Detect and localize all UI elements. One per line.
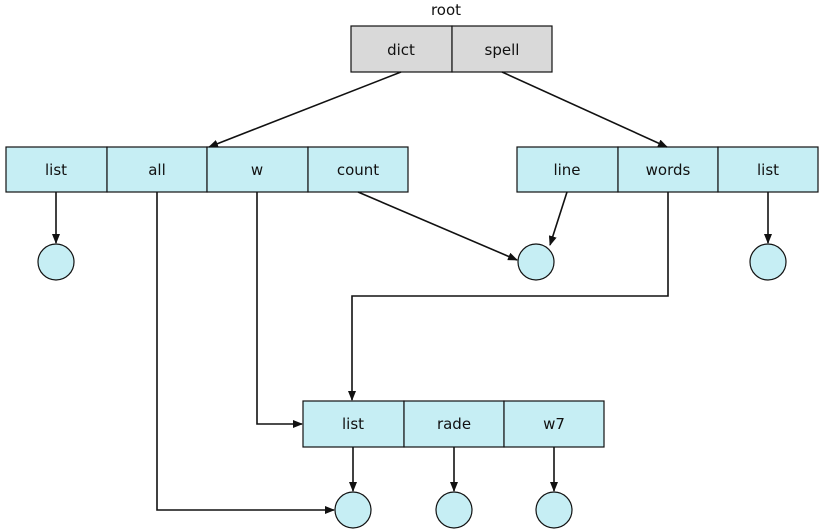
leaf-w-rade bbox=[435, 491, 473, 529]
dict-field-count: count bbox=[337, 161, 379, 179]
w-field-list: list bbox=[342, 415, 364, 433]
spell-field-line-cell bbox=[516, 146, 619, 193]
leaf-spell-list bbox=[749, 243, 787, 281]
spell-record: line words list bbox=[516, 146, 819, 193]
edge-spell-line-to-leaf bbox=[548, 191, 568, 246]
w-record: list rade w7 bbox=[302, 400, 605, 448]
root-field-spell-cell bbox=[451, 25, 553, 73]
dict-field-list-cell bbox=[5, 146, 108, 193]
dict-field-count-cell bbox=[307, 146, 409, 193]
spell-field-words: words bbox=[646, 161, 691, 179]
root-record: dict spell bbox=[350, 25, 553, 73]
dict-record: list all w count bbox=[5, 146, 409, 193]
dict-field-w: w bbox=[251, 161, 263, 179]
edge-dict-all-to-leaf bbox=[156, 192, 335, 514]
edge-spell-to-spell-record bbox=[501, 71, 668, 148]
root-field-spell: spell bbox=[485, 41, 520, 59]
leaf-w-list-shared bbox=[334, 491, 372, 529]
w-field-rade: rade bbox=[437, 415, 471, 433]
w-field-list-cell bbox=[302, 400, 405, 448]
dict-field-list: list bbox=[45, 161, 67, 179]
spell-field-line: line bbox=[553, 161, 580, 179]
edge-dict-w-to-w-record bbox=[256, 192, 303, 428]
leaf-w-w7 bbox=[535, 491, 573, 529]
root-label: root bbox=[431, 1, 461, 19]
root-field-dict-cell bbox=[350, 25, 453, 73]
w-field-w7-cell bbox=[503, 400, 605, 448]
spell-field-words-cell bbox=[617, 146, 719, 193]
w-field-w7: w7 bbox=[543, 415, 565, 433]
leaf-shared-empty bbox=[517, 243, 555, 281]
dict-field-all: all bbox=[148, 161, 166, 179]
root-field-dict: dict bbox=[387, 41, 415, 59]
leaf-dict-list bbox=[37, 243, 75, 281]
edge-dict-to-dict-record bbox=[208, 71, 402, 148]
spell-field-list: list bbox=[757, 161, 779, 179]
edge-spell-words-to-w-record bbox=[348, 192, 669, 401]
edge-dict-count-to-leaf bbox=[357, 191, 518, 261]
